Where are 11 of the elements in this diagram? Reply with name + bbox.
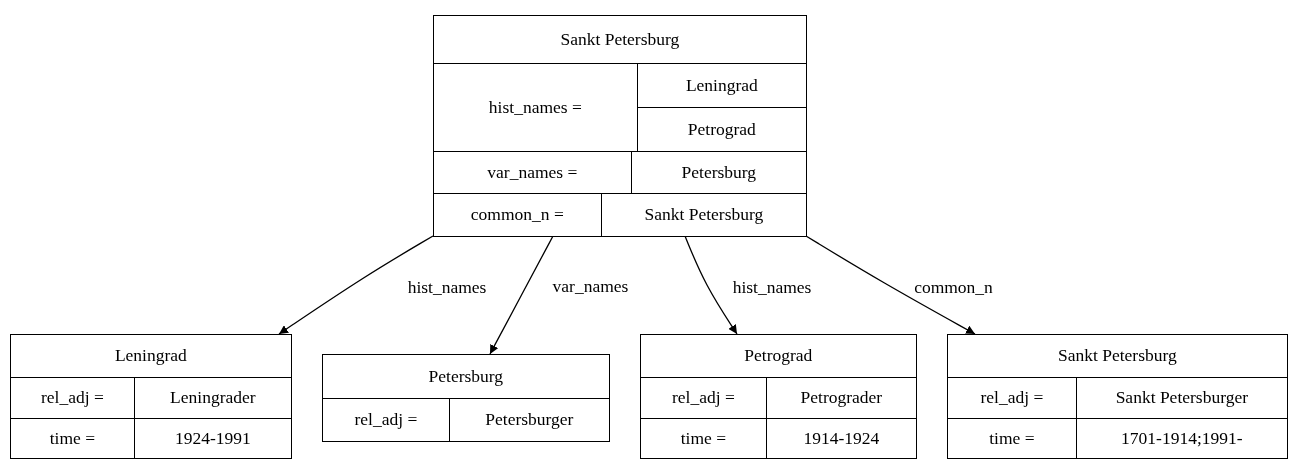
arrow	[278, 235, 434, 335]
arrow	[805, 235, 976, 335]
arrow	[684, 235, 738, 335]
record-box	[322, 354, 610, 442]
record-box	[433, 15, 807, 237]
edge-label: hist_names	[406, 278, 488, 298]
record-box	[640, 334, 917, 459]
record-box	[947, 334, 1288, 459]
edge-label: hist_names	[731, 278, 813, 298]
arrow	[489, 235, 554, 355]
record-box	[10, 334, 292, 459]
